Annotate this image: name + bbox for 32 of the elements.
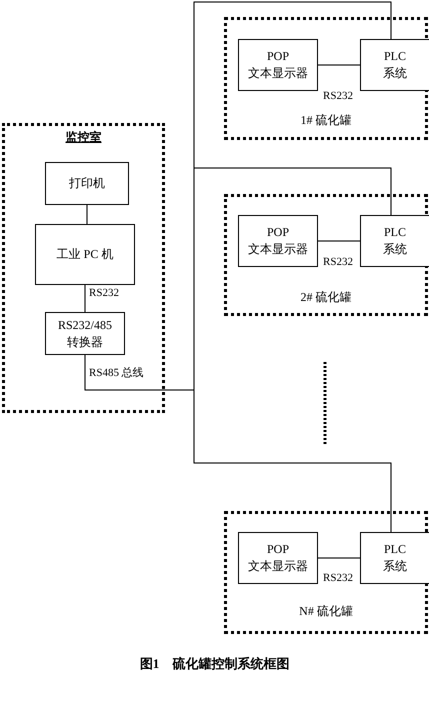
device-box [360, 532, 429, 584]
device-label: 工业 PC 机 [56, 246, 114, 263]
device-box [360, 39, 429, 91]
device-box [360, 215, 429, 267]
device-label: 打印机 [69, 175, 105, 192]
connector-line [318, 240, 360, 242]
device-label: POP 文本显示器 [247, 48, 309, 82]
device-label: POP 文本显示器 [247, 224, 309, 258]
connector-line [318, 64, 360, 66]
device-label: PLC 系统 [382, 48, 408, 82]
group-title: 2# 硫化罐 [300, 289, 352, 306]
group-frame [224, 194, 428, 316]
device-box [238, 39, 318, 91]
device-box [45, 312, 125, 355]
device-box [238, 215, 318, 267]
figure-caption: 图1 硫化罐控制系统框图 [138, 655, 290, 673]
connector-line [86, 204, 88, 224]
device-label: RS232/485 转换器 [56, 316, 113, 350]
group-title: N# 硫化罐 [298, 603, 354, 620]
device-box [35, 224, 135, 285]
group-frame [224, 511, 428, 634]
group-title: 监控室 [64, 129, 102, 146]
edge-label: RS485 总线 [88, 367, 145, 380]
group-title: 1# 硫化罐 [300, 112, 352, 129]
group-frame [224, 17, 428, 140]
device-label: POP 文本显示器 [247, 541, 309, 575]
device-label: PLC 系统 [382, 224, 408, 258]
device-box [238, 532, 318, 584]
device-label: PLC 系统 [382, 541, 408, 575]
connector-line [84, 284, 86, 312]
group-frame [2, 123, 165, 413]
device-box [45, 162, 129, 205]
